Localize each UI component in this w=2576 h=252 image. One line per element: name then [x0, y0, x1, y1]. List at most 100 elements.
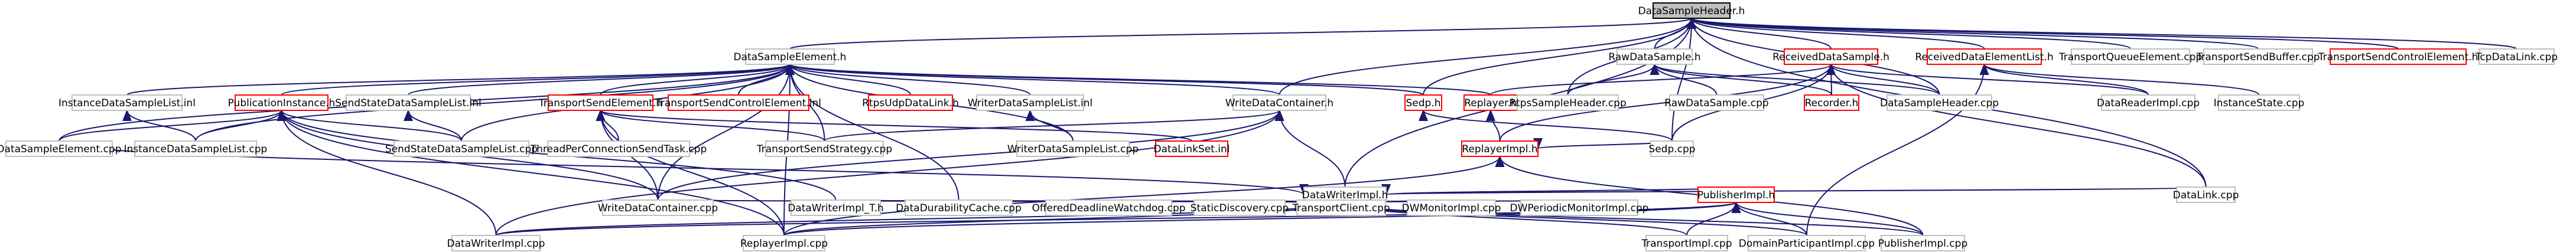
- node-datalinkset-inl[interactable]: DataLinkSet.inl: [1154, 140, 1230, 157]
- node-transportsendstrategy-cpp[interactable]: TransportSendStrategy.cpp: [756, 140, 892, 157]
- node-transportsendcontrolelement-h[interactable]: TransportSendControlElement.h: [2318, 48, 2479, 65]
- edge-datasampleheader-h-to-writedatacontainer-h: [1279, 17, 1696, 96]
- node-rtpsudpdatalink-h[interactable]: RtpsUdpDataLink.h: [862, 94, 959, 111]
- node-transportsendbuffer-cpp[interactable]: TransportSendBuffer.cpp: [2196, 48, 2320, 65]
- edge-sedp-h-to-sedp-cpp: [1419, 109, 1673, 142]
- edge-datasampleheader-h-to-tcpdatalink-cpp: [1687, 17, 2518, 50]
- node-datasampleheader-h[interactable]: DataSampleHeader.h: [1638, 2, 1745, 19]
- node-transportimpl-cpp[interactable]: TransportImpl.cpp: [1641, 235, 1732, 251]
- node-box: [548, 94, 653, 111]
- node-box: [1517, 94, 1619, 111]
- node-replayerimpl-cpp[interactable]: ReplayerImpl.cpp: [740, 235, 828, 251]
- node-rawdatasample-h[interactable]: RawDataSample.h: [1608, 48, 1701, 65]
- node-label: TcpDataLink.cpp: [2475, 51, 2558, 63]
- node-label: DWPeriodicMonitorImpl.cpp: [1510, 202, 1648, 214]
- node-recorder-h[interactable]: Recorder.h: [1804, 94, 1859, 111]
- node-sendstatedatasamplelist-cpp[interactable]: SendStateDataSampleList.cpp: [385, 140, 538, 157]
- node-receiveddatasample-h[interactable]: ReceivedDataSample.h: [1772, 48, 1889, 65]
- edge-writedatacontainer-h-to-transportsendstrategy-cpp: [824, 109, 1284, 142]
- edge-receiveddatasample-h-to-datareaderimpl-cpp: [1826, 63, 2149, 96]
- node-sedp-h[interactable]: Sedp.h: [1404, 94, 1442, 111]
- node-writerdatasamplelist-cpp[interactable]: WriterDataSampleList.cpp: [1007, 140, 1139, 157]
- node-datareaderimpl-cpp[interactable]: DataReaderImpl.cpp: [2097, 94, 2200, 111]
- node-rtpssampleheader-cpp[interactable]: RtpsSampleHeader.cpp: [1509, 94, 1627, 111]
- node-label: PublisherImpl.cpp: [1878, 238, 1967, 250]
- edge-rawdatasample-h-to-recorder-h: [1650, 63, 1832, 96]
- node-writerdatasamplelist-inl[interactable]: WriterDataSampleList.inl: [968, 94, 1093, 111]
- node-datawriterimpl-cpp[interactable]: DataWriterImpl.cpp: [447, 235, 545, 251]
- edge-datasampleelement-h-to-writedatacontainer-cpp: [657, 63, 795, 201]
- node-threadperconnectionsendtask-cpp[interactable]: ThreadPerConnectionSendTask.cpp: [530, 140, 707, 157]
- node-offereddeadlinewatchdog-cpp[interactable]: OfferedDeadlineWatchdog.cpp: [1032, 199, 1186, 216]
- node-label: TransportSendElement.h: [538, 97, 662, 109]
- node-datawriterimpl-t-h[interactable]: DataWriterImpl_T.h: [788, 199, 884, 216]
- node-label: Sedp.cpp: [1648, 143, 1695, 155]
- node-staticdiscovery-cpp[interactable]: StaticDiscovery.cpp: [1191, 199, 1289, 216]
- node-publisherimpl-h[interactable]: PublisherImpl.h: [1697, 186, 1775, 203]
- node-box: [1748, 235, 1866, 251]
- node-box: [2071, 48, 2190, 65]
- node-label: SendStateDataSampleList.inl: [335, 97, 482, 109]
- node-transportqueueelement-cpp[interactable]: TransportQueueElement.cpp: [2058, 48, 2202, 65]
- node-box: [1296, 199, 1386, 216]
- node-writedatacontainer-cpp[interactable]: WriteDataContainer.cpp: [598, 199, 718, 216]
- node-transportsendelement-h[interactable]: TransportSendElement.h: [538, 94, 662, 111]
- node-datasampleelement-h[interactable]: DataSampleElement.h: [734, 48, 847, 65]
- node-box: [1669, 94, 1764, 111]
- node-tcpdatalink-cpp[interactable]: TcpDataLink.cpp: [2475, 48, 2558, 65]
- node-receiveddataelementlist-h[interactable]: ReceivedDataElementList.h: [1915, 48, 2054, 65]
- node-datasampleheader-cpp[interactable]: DataSampleHeader.cpp: [1880, 94, 1999, 111]
- node-box: [1653, 2, 1731, 19]
- node-box: [1784, 48, 1878, 65]
- edge-receiveddatasample-h-to-replayer-h: [1490, 63, 1836, 96]
- node-label: DataSampleHeader.h: [1638, 5, 1745, 17]
- node-label: DataWriterImpl_T.h: [788, 202, 884, 214]
- node-publicationinstance-h[interactable]: PublicationInstance.h: [228, 94, 336, 111]
- edge-datasampleelement-h-to-writedatacontainer-h: [785, 63, 1280, 96]
- node-label: TransportSendStrategy.cpp: [756, 143, 892, 155]
- edge-publisherimpl-h-to-replayerimpl-cpp: [783, 201, 1741, 236]
- node-box: [976, 94, 1084, 111]
- node-dwmonitorimpl-cpp[interactable]: DWMonitorImpl.cpp: [1402, 199, 1501, 216]
- node-transportclient-cpp[interactable]: TransportClient.cpp: [1292, 199, 1390, 216]
- node-box: [1520, 199, 1638, 216]
- node-box: [1927, 48, 2042, 65]
- node-box: [868, 94, 953, 111]
- node-label: OfferedDeadlineWatchdog.cpp: [1032, 202, 1185, 214]
- node-label: DataDurabilityCache.cpp: [896, 202, 1022, 214]
- node-sendstatedatasamplelist-inl[interactable]: SendStateDataSampleList.inl: [335, 94, 482, 111]
- node-sedp-cpp[interactable]: Sedp.cpp: [1648, 140, 1696, 157]
- node-writedatacontainer-h[interactable]: WriteDataContainer.h: [1225, 94, 1333, 111]
- node-replayer-h[interactable]: Replayer.h: [1463, 94, 1518, 111]
- edge-datasampleelement-h-to-sedp-h: [785, 63, 1424, 96]
- node-box: [1616, 48, 1693, 65]
- edge-writedatacontainer-h-to-datawriterimpl-h: [1274, 109, 1346, 188]
- node-datadurabilitycache-cpp[interactable]: DataDurabilityCache.cpp: [896, 199, 1022, 216]
- node-datasampleelement-cpp[interactable]: DataSampleElement.cpp: [0, 140, 122, 157]
- edge-datasampleelement-h-to-datadurabilitycache-cpp: [785, 63, 960, 201]
- node-dwperiodicmonitorimpl-cpp[interactable]: DWPeriodicMonitorImpl.cpp: [1510, 199, 1649, 216]
- edge-replayerimpl-h-to-replayerimpl-cpp: [783, 155, 1505, 236]
- node-instancestate-cpp[interactable]: InstanceState.cpp: [2214, 94, 2305, 111]
- edge-transportsendelement-h-to-datalinkset-inl: [596, 109, 1192, 142]
- node-box: [1887, 94, 1992, 111]
- node-domainparticipantimpl-cpp[interactable]: DomainParticipantImpl.cpp: [1739, 235, 1875, 251]
- node-box: [2218, 94, 2300, 111]
- node-datalink-cpp[interactable]: DataLink.cpp: [2173, 186, 2239, 203]
- node-publisherimpl-cpp[interactable]: PublisherImpl.cpp: [1878, 235, 1967, 251]
- node-rawdatasample-cpp[interactable]: RawDataSample.cpp: [1664, 94, 1769, 111]
- edge-datawriterimpl-h-to-datalink-cpp: [1383, 183, 2207, 196]
- node-label: PublicationInstance.h: [228, 97, 336, 109]
- node-label: ReplayerImpl.cpp: [740, 238, 828, 250]
- node-instancedatasamplelist-inl[interactable]: InstanceDataSampleList.inl: [58, 94, 196, 111]
- node-transportsendcontrolelement-inl[interactable]: TransportSendControlElement.inl: [655, 94, 821, 111]
- node-replayerimpl-h[interactable]: ReplayerImpl.h: [1461, 140, 1539, 157]
- node-label: Sedp.h: [1406, 97, 1440, 109]
- edge-datasampleheader-h-to-datasampleelement-h: [789, 17, 1696, 50]
- node-box: [2330, 48, 2467, 65]
- node-box: [1645, 235, 1728, 251]
- node-instancedatasamplelist-cpp[interactable]: InstanceDataSampleList.cpp: [124, 140, 268, 157]
- node-box: [743, 235, 825, 251]
- node-box: [1697, 186, 1775, 203]
